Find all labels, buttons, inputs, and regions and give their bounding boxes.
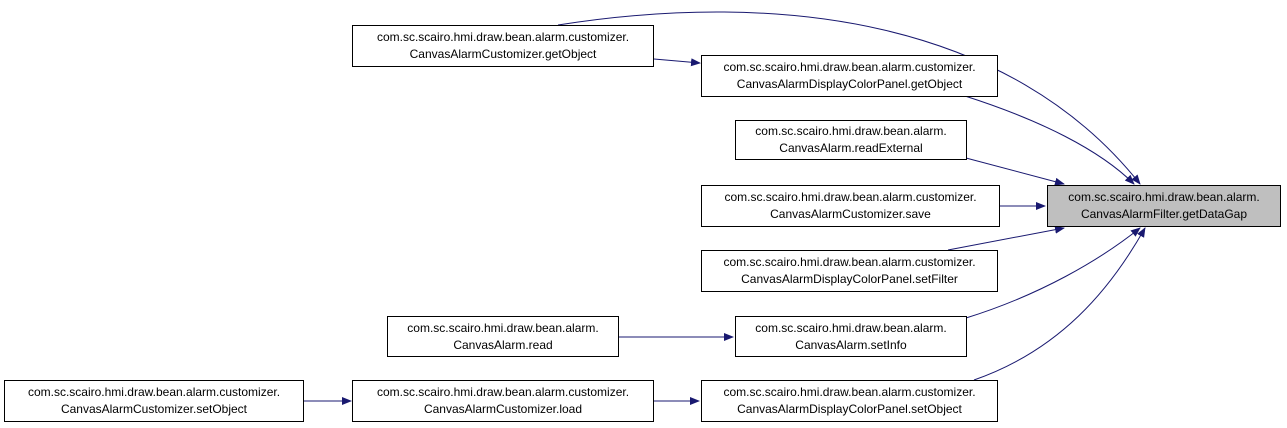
node-canvasalarmcustomizer-setobject[interactable]: com.sc.scairo.hmi.draw.bean.alarm.custom… bbox=[4, 380, 304, 422]
node-line2: CanvasAlarmCustomizer.load bbox=[423, 402, 583, 416]
node-line1: com.sc.scairo.hmi.draw.bean.alarm.custom… bbox=[723, 385, 976, 399]
node-canvasalarmdisplaycolorpanel-getobject[interactable]: com.sc.scairo.hmi.draw.bean.alarm.custom… bbox=[701, 55, 998, 97]
node-line1: com.sc.scairo.hmi.draw.bean.alarm. bbox=[407, 320, 599, 335]
node-canvasalarmcustomizer-load[interactable]: com.sc.scairo.hmi.draw.bean.alarm.custom… bbox=[352, 380, 654, 422]
node-canvasalarm-setinfo[interactable]: com.sc.scairo.hmi.draw.bean.alarm. Canva… bbox=[735, 316, 967, 357]
edge-ca-setinfo-to-target bbox=[965, 227, 1141, 319]
node-line1: com.sc.scairo.hmi.draw.bean.alarm.custom… bbox=[27, 385, 281, 399]
node-canvasalarmdisplaycolorpanel-setobject[interactable]: com.sc.scairo.hmi.draw.bean.alarm.custom… bbox=[701, 380, 998, 422]
node-line2: CanvasAlarmCustomizer.getObject bbox=[409, 47, 597, 61]
node-canvasalarmfilter-getdatagap: com.sc.scairo.hmi.draw.bean.alarm. Canva… bbox=[1047, 185, 1281, 227]
node-line1: com.sc.scairo.hmi.draw.bean.alarm.custom… bbox=[723, 60, 976, 74]
node-canvasalarmdisplaycolorpanel-setfilter[interactable]: com.sc.scairo.hmi.draw.bean.alarm.custom… bbox=[701, 250, 998, 292]
node-line2: CanvasAlarmDisplayColorPanel.getObject bbox=[736, 77, 963, 91]
edge-cadcp-setobject-to-target bbox=[973, 227, 1146, 381]
edge-cac-getobject-to-target bbox=[557, 11, 1141, 185]
edge-cadcp-getobject-to-target bbox=[964, 95, 1135, 185]
node-line1: com.sc.scairo.hmi.draw.bean.alarm.custom… bbox=[376, 30, 630, 44]
node-line1: com.sc.scairo.hmi.draw.bean.alarm.custom… bbox=[376, 385, 630, 399]
node-line1: com.sc.scairo.hmi.draw.bean.alarm. bbox=[755, 320, 947, 335]
node-line2: CanvasAlarmCustomizer.setObject bbox=[60, 402, 248, 416]
node-canvasalarm-read[interactable]: com.sc.scairo.hmi.draw.bean.alarm. Canva… bbox=[387, 316, 619, 357]
node-line1: com.sc.scairo.hmi.draw.bean.alarm.custom… bbox=[723, 255, 976, 269]
node-canvasalarmcustomizer-getobject[interactable]: com.sc.scairo.hmi.draw.bean.alarm.custom… bbox=[352, 25, 654, 67]
edge-cac-getobject-to-cadcp-getobject bbox=[653, 58, 701, 67]
node-line1: com.sc.scairo.hmi.draw.bean.alarm. bbox=[755, 124, 947, 138]
node-line1: com.sc.scairo.hmi.draw.bean.alarm. bbox=[1068, 190, 1260, 204]
node-line2: CanvasAlarmCustomizer.save bbox=[770, 207, 931, 221]
node-canvasalarm-readexternal[interactable]: com.sc.scairo.hmi.draw.bean.alarm. Canva… bbox=[735, 120, 967, 160]
node-line2: CanvasAlarmDisplayColorPanel.setObject bbox=[737, 402, 962, 416]
node-line1: com.sc.scairo.hmi.draw.bean.alarm.custom… bbox=[724, 190, 977, 204]
edge-cadcp-setfilter-to-target bbox=[947, 225, 1065, 251]
node-line2: CanvasAlarm.setInfo bbox=[795, 337, 907, 352]
node-line2: CanvasAlarm.read bbox=[453, 337, 553, 352]
node-canvasalarmcustomizer-save[interactable]: com.sc.scairo.hmi.draw.bean.alarm.custom… bbox=[701, 185, 1000, 227]
edge-ca-readexternal-to-target bbox=[965, 157, 1065, 186]
node-line2: CanvasAlarm.readExternal bbox=[779, 141, 923, 155]
node-line2: CanvasAlarmFilter.getDataGap bbox=[1080, 207, 1248, 221]
node-line2: CanvasAlarmDisplayColorPanel.setFilter bbox=[741, 272, 958, 286]
